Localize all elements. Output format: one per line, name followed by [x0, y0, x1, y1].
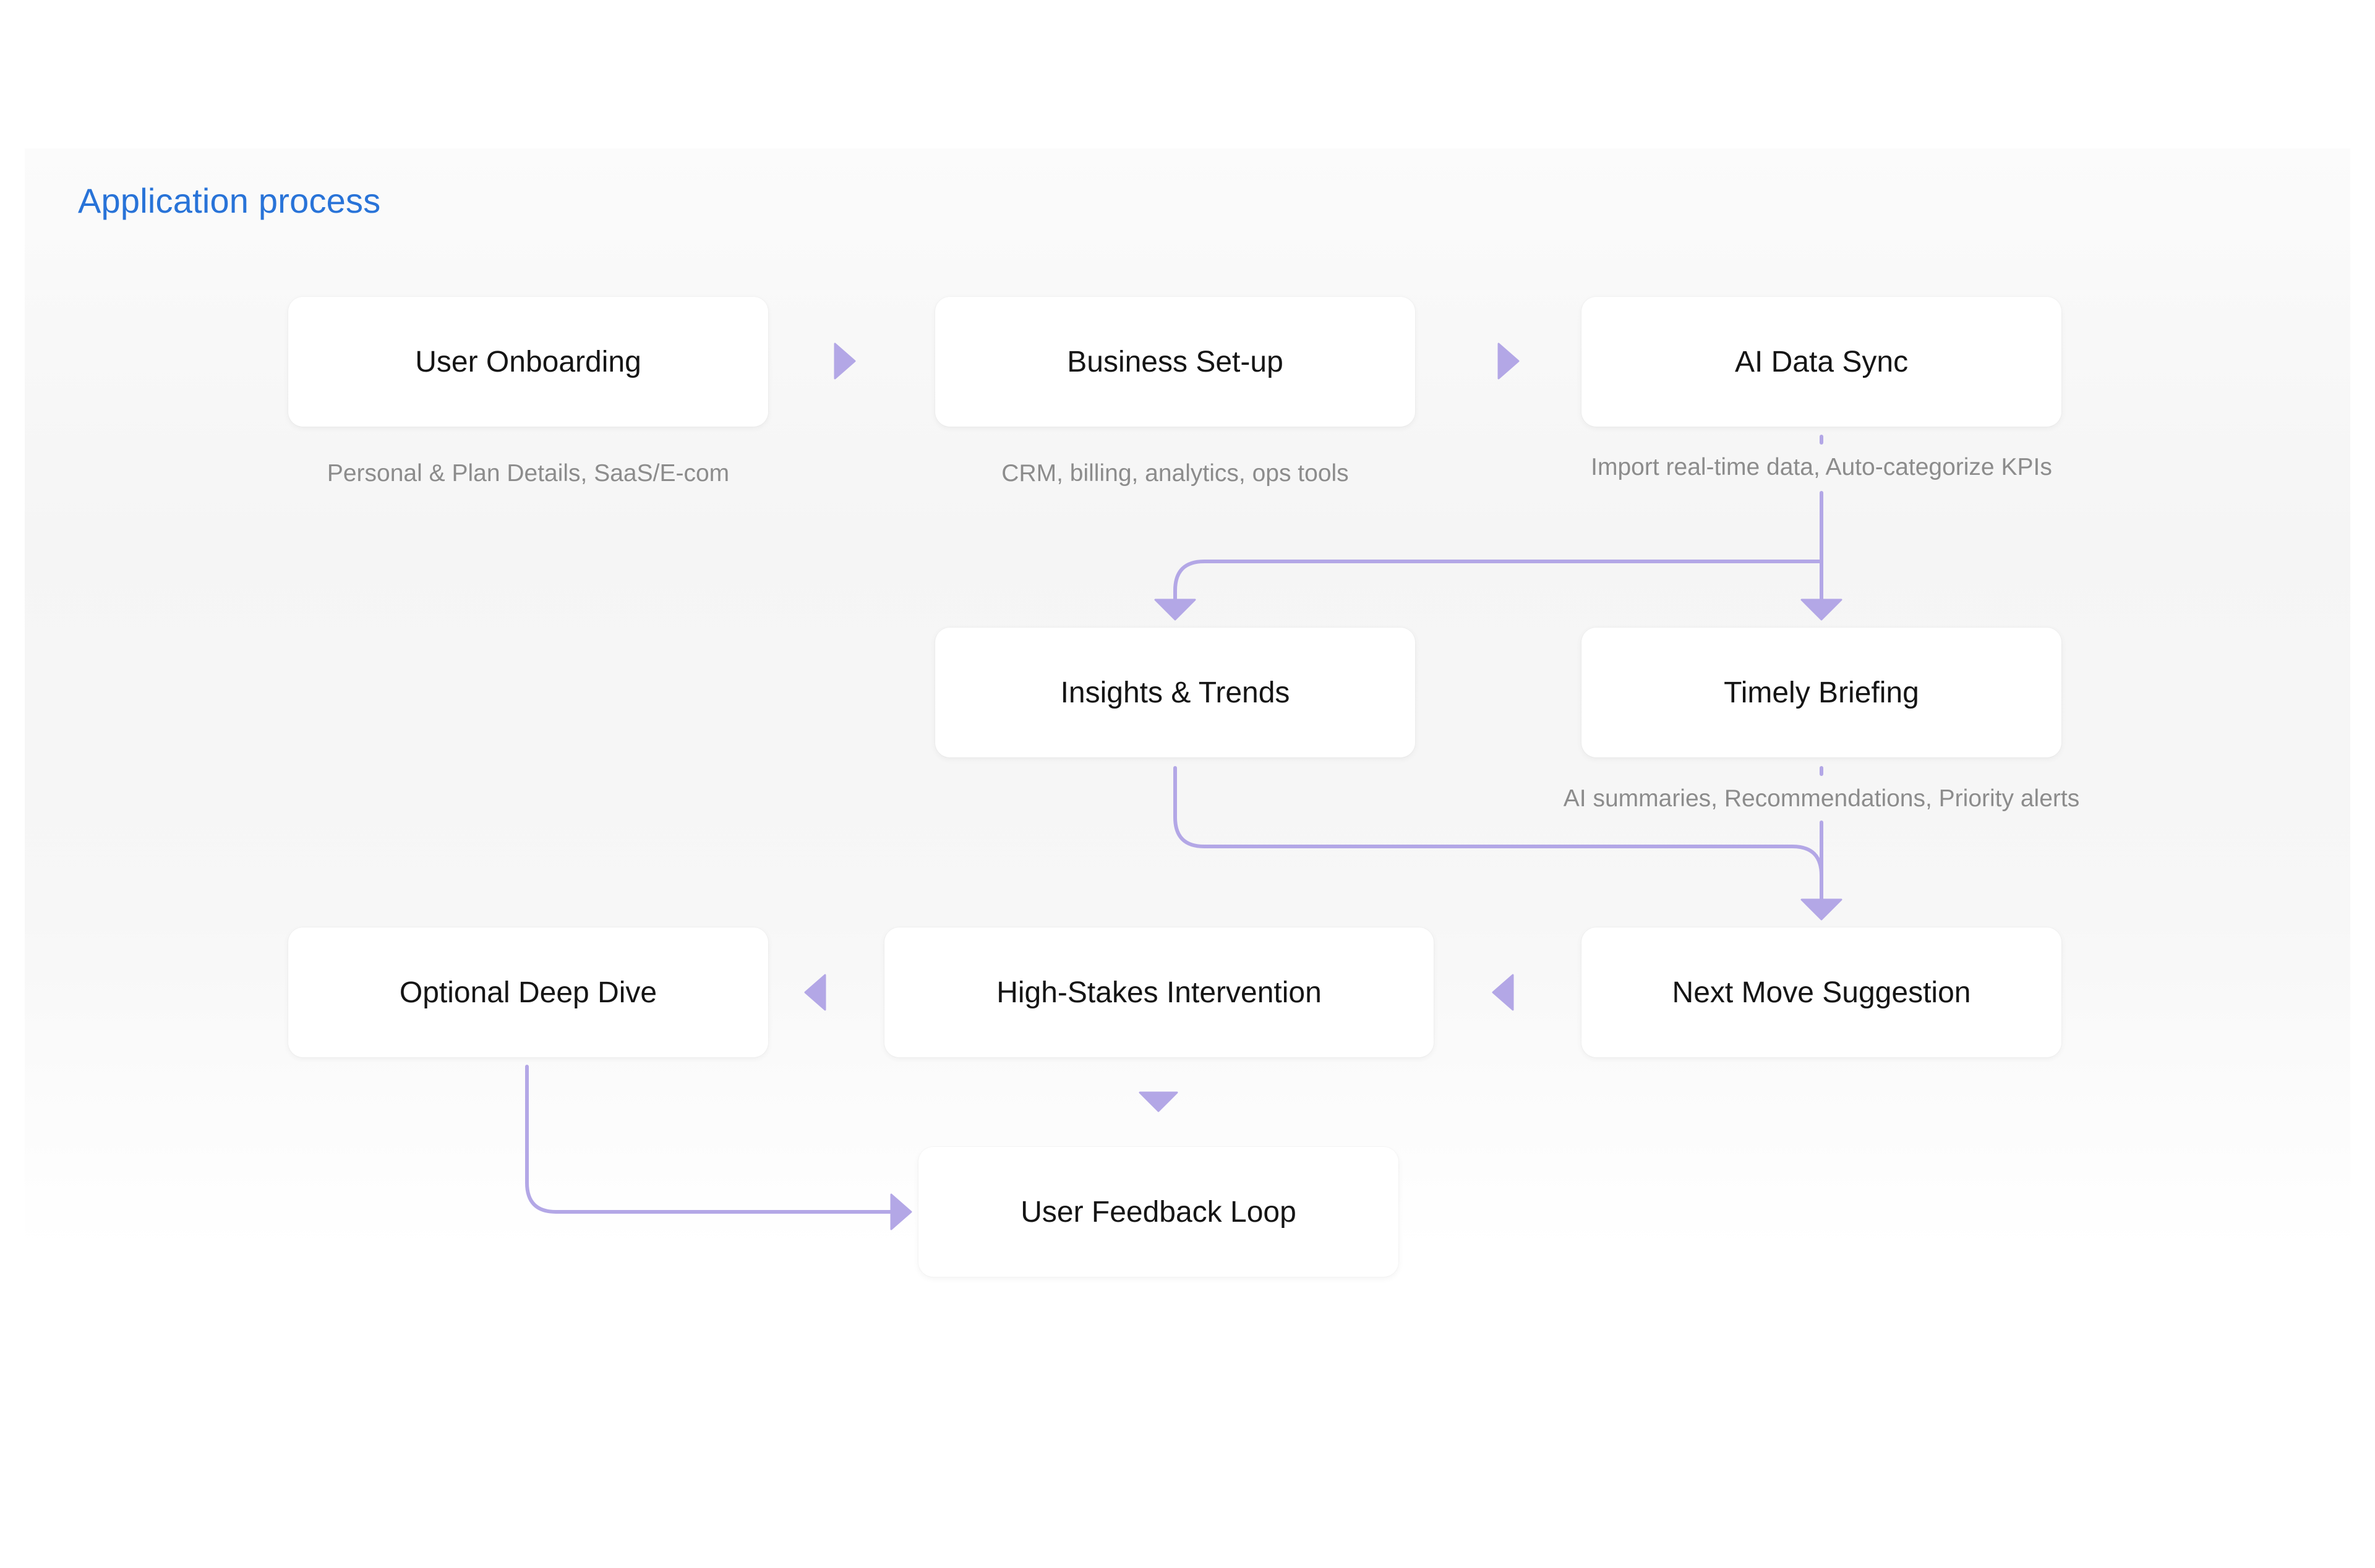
node-next-move-suggestion: Next Move Suggestion [1581, 927, 2061, 1057]
connector-deepdive-to-feedback [525, 1065, 899, 1214]
connector-insights-to-next [1173, 766, 1823, 905]
arrow-left-icon [1492, 974, 1514, 1011]
node-label: Timely Briefing [1724, 676, 1919, 709]
node-label: Optional Deep Dive [399, 976, 657, 1009]
node-insights-trends: Insights & Trends [935, 628, 1415, 757]
arrow-right-icon [1497, 343, 1520, 380]
connector-sync-to-insights [1173, 560, 1823, 605]
node-label: User Feedback Loop [1021, 1195, 1296, 1229]
arrow-right-icon [834, 343, 856, 380]
arrow-left-icon [804, 974, 826, 1011]
node-note-user-onboarding: Personal & Plan Details, SaaS/E-com [327, 460, 730, 487]
arrow-right-icon [890, 1193, 912, 1230]
node-optional-deep-dive: Optional Deep Dive [288, 927, 768, 1057]
node-business-setup: Business Set-up [935, 297, 1415, 427]
node-label: AI Data Sync [1734, 345, 1909, 378]
arrow-down-icon [1800, 898, 1842, 921]
node-user-onboarding: User Onboarding [288, 297, 768, 427]
node-note-timely-briefing: AI summaries, Recommendations, Priority … [1563, 785, 2080, 812]
node-note-ai-data-sync: Import real-time data, Auto-categorize K… [1591, 454, 2052, 480]
page-title: Application process [78, 181, 381, 220]
node-note-business-setup: CRM, billing, analytics, ops tools [1001, 460, 1349, 487]
node-label: User Onboarding [415, 345, 641, 378]
node-label: Next Move Suggestion [1672, 976, 1971, 1009]
arrow-down-icon [1154, 599, 1196, 621]
node-label: High-Stakes Intervention [996, 976, 1322, 1009]
node-label: Insights & Trends [1060, 676, 1290, 709]
node-timely-briefing: Timely Briefing [1581, 628, 2061, 757]
arrow-down-icon [1139, 1091, 1178, 1112]
arrow-down-icon [1800, 599, 1842, 621]
node-ai-data-sync: AI Data Sync [1581, 297, 2061, 427]
node-label: Business Set-up [1067, 345, 1283, 378]
node-high-stakes-intervention: High-Stakes Intervention [884, 927, 1434, 1057]
node-user-feedback-loop: User Feedback Loop [918, 1147, 1398, 1277]
